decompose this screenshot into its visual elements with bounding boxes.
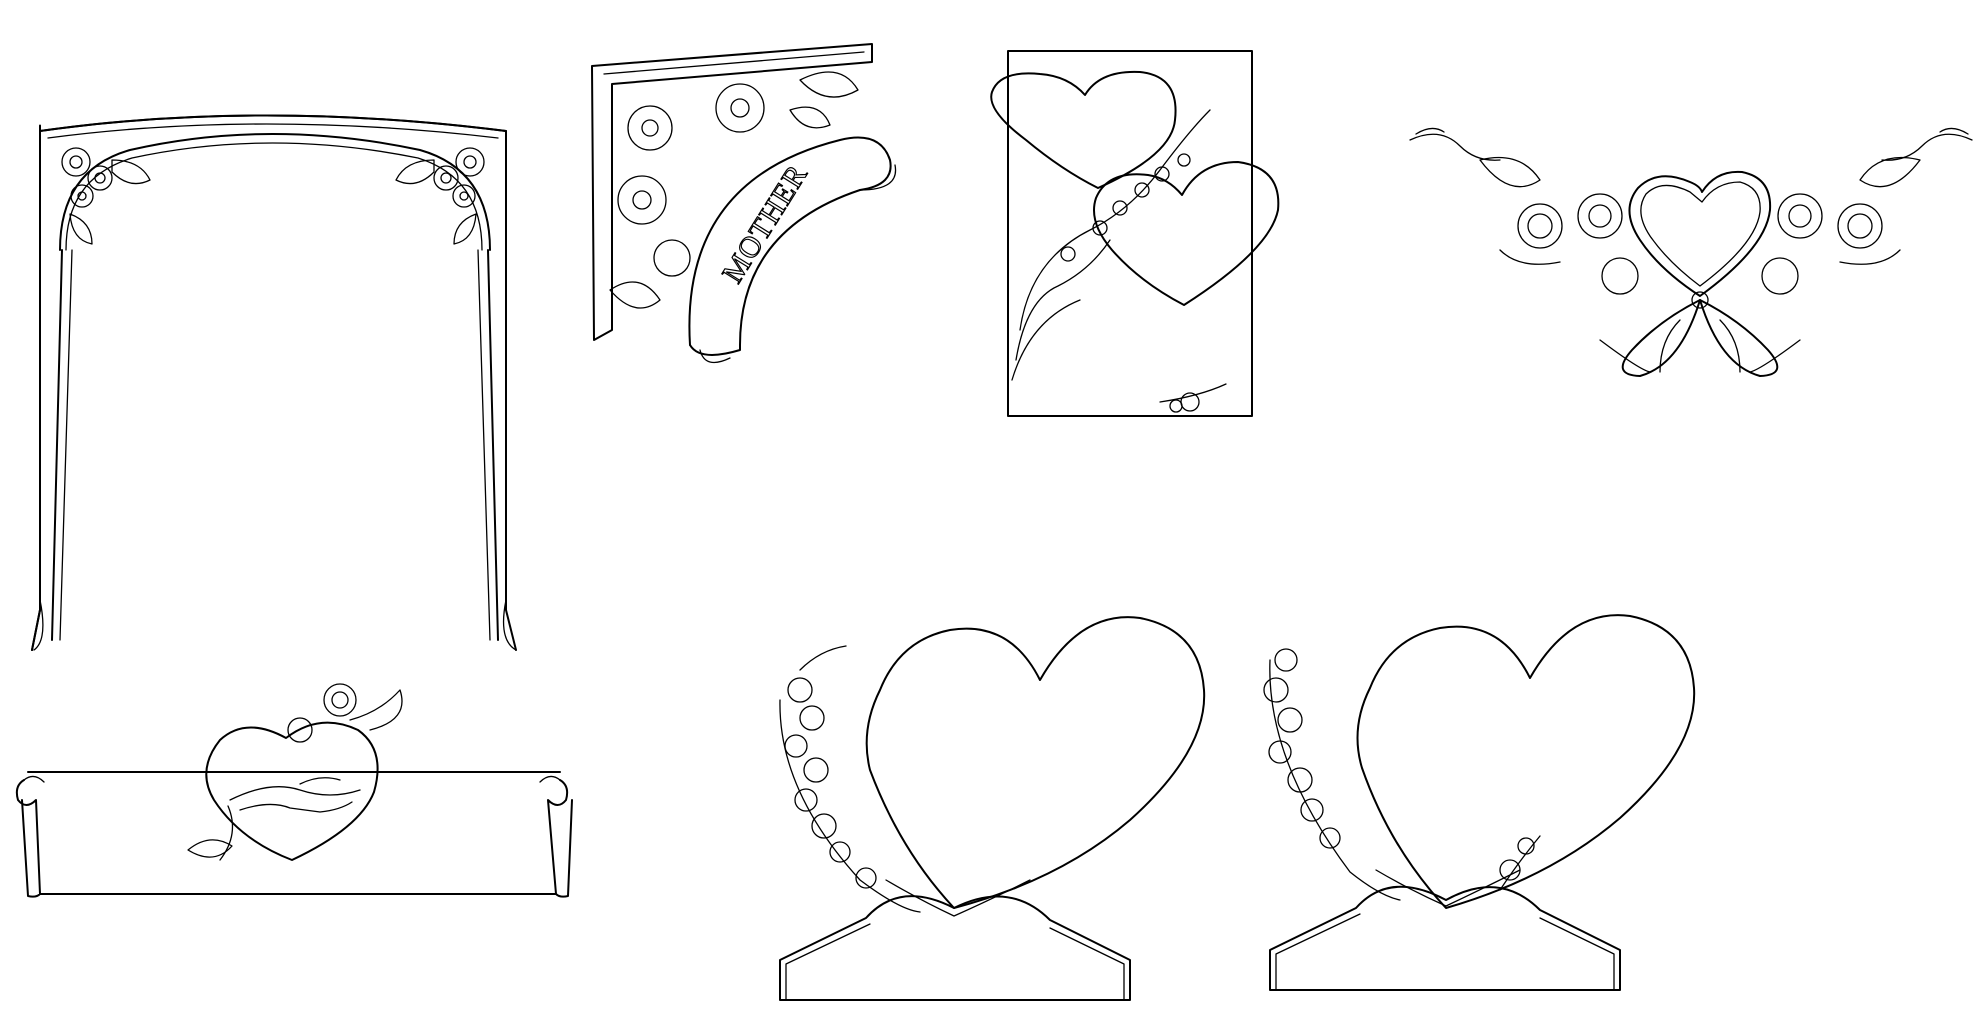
heart-rose-bow-garland-icon <box>1409 127 1973 377</box>
mother-banner-text: MOTHER <box>716 159 814 289</box>
scroll-banner-heart-hands-icon <box>15 683 573 898</box>
heart-tablet-roses-left-icon <box>779 616 1206 1001</box>
double-heart-panel-icon <box>990 50 1280 417</box>
floral-arch-frame-icon <box>31 114 517 651</box>
heart-tablet-roses-right-icon <box>1263 614 1696 991</box>
floral-corner-banner-icon: MOTHER <box>591 43 897 364</box>
